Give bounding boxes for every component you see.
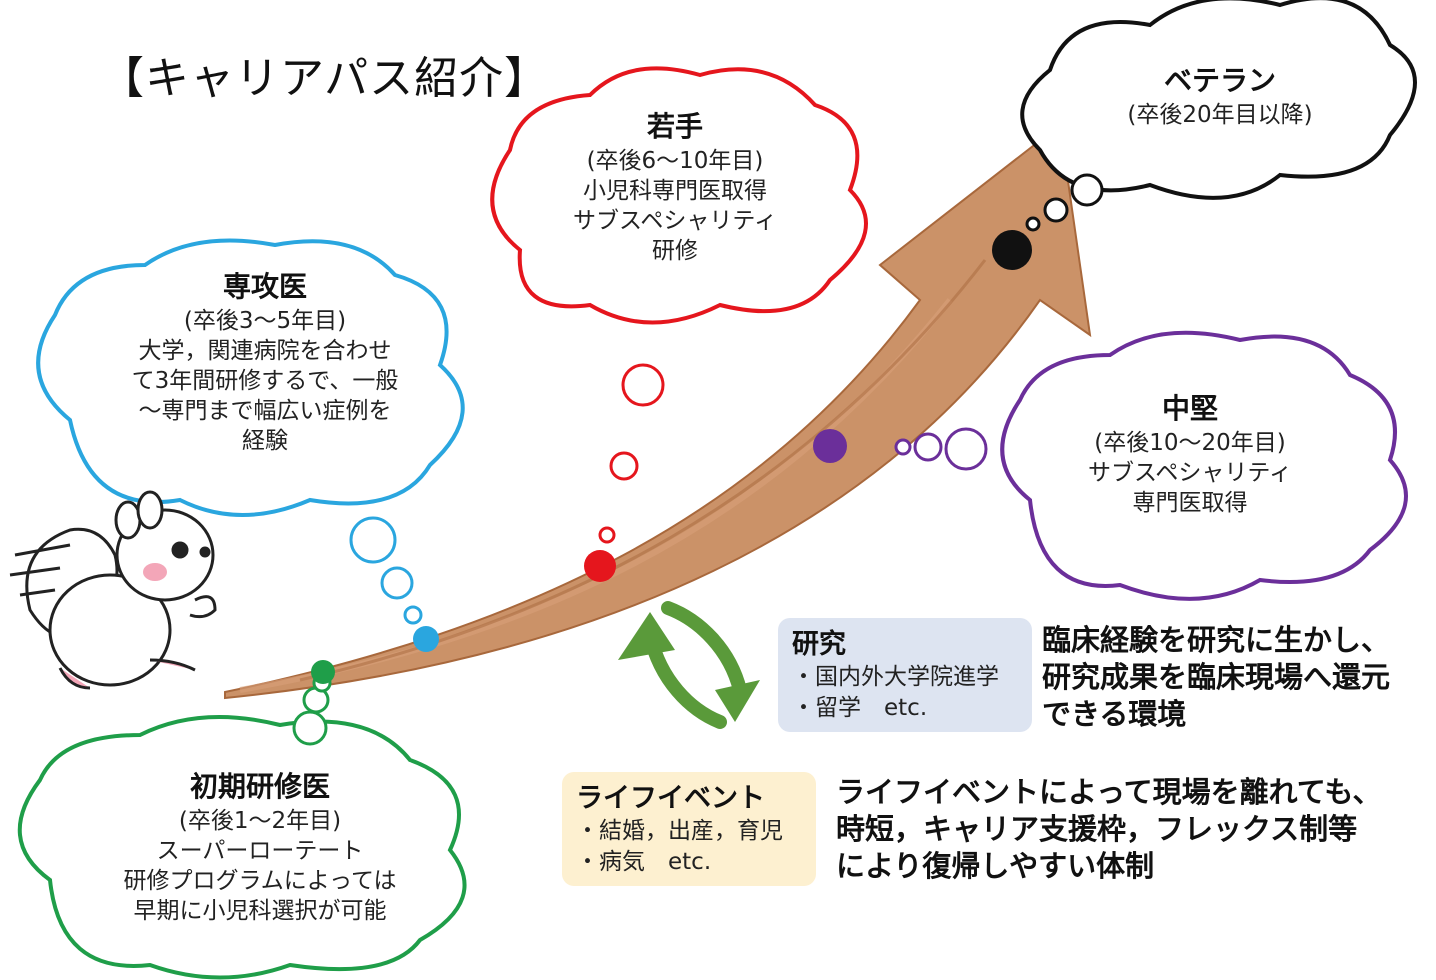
stage-veteran-text: ベテラン (卒後20年目以降) xyxy=(1080,62,1360,130)
stage-chuken-line: サブスペシャリティ xyxy=(1087,460,1292,486)
stage-senko-line: て3年間研修するで、一般 xyxy=(131,368,399,394)
thought-bubbles-senko xyxy=(349,516,423,625)
cloud-chuken xyxy=(1000,330,1408,601)
stage-shoki-heading: 初期研修医 xyxy=(189,770,330,803)
stage-veteran-line: (卒後20年目以降) xyxy=(1127,102,1313,128)
stage-dot-veteran xyxy=(992,230,1032,270)
thought-bubbles-chuken xyxy=(894,427,988,471)
cloud-senko xyxy=(36,238,465,517)
research-box: 研究 ・国内外大学院進学 ・留学 etc. xyxy=(778,618,1032,732)
stage-shoki-text: 初期研修医 (卒後1～2年目) スーパーローテート 研修プログラムによっては 早… xyxy=(105,768,415,926)
stage-dot-senko xyxy=(413,626,439,652)
stage-chuken-text: 中堅 (卒後10～20年目) サブスペシャリティ 専門医取得 xyxy=(1060,390,1320,518)
stage-chuken-line: 専門医取得 xyxy=(1132,490,1248,516)
career-growth-arrow xyxy=(224,123,1092,700)
research-description-line: できる環境 xyxy=(1042,697,1187,731)
cloud-shoki xyxy=(17,715,467,980)
thought-bubbles-wakate xyxy=(598,363,665,544)
stage-shoki-line: 研修プログラムによっては xyxy=(123,868,397,894)
research-item: ・国内外大学院進学 xyxy=(792,664,999,690)
cycle-arrow-head-up xyxy=(618,612,675,660)
stage-wakate-line: 研修 xyxy=(652,238,698,264)
stage-senko-line: 大学，関連病院を合わせ xyxy=(138,338,392,364)
stage-wakate-line: (卒後6～10年目) xyxy=(586,148,764,174)
stage-wakate-text: 若手 (卒後6～10年目) 小児科専門医取得 サブスペシャリティ 研修 xyxy=(540,108,810,266)
research-heading: 研究 xyxy=(792,629,846,660)
stage-chuken-line: (卒後10～20年目) xyxy=(1094,430,1286,456)
life-event-heading: ライフイベント xyxy=(576,783,765,814)
stage-senko-text: 専攻医 (卒後3～5年目) 大学，関連病院を合わせ て3年間研修するで、一般 ～… xyxy=(110,268,420,456)
stage-dot-wakate xyxy=(584,550,616,582)
research-description-line: 研究成果を臨床現場へ還元 xyxy=(1042,660,1391,694)
life-event-item: ・結婚，出産，育児 xyxy=(576,818,783,844)
stage-dot-chuken xyxy=(813,429,847,463)
stage-senko-heading: 専攻医 xyxy=(222,270,307,303)
stage-shoki-line: 早期に小児科選択が可能 xyxy=(133,898,387,924)
life-event-description-line: 時短，キャリア支援枠，フレックス制等 xyxy=(836,812,1358,846)
cloud-wakate xyxy=(490,66,868,325)
stage-senko-line: ～専門まで幅広い症例を xyxy=(138,398,392,424)
thought-bubbles-shoki xyxy=(292,673,332,746)
stage-shoki-line: スーパーローテート xyxy=(156,838,364,864)
life-event-description-line: により復帰しやすい体制 xyxy=(836,849,1155,883)
squirrel-mascot xyxy=(9,490,217,690)
research-item: ・留学 etc. xyxy=(792,695,928,721)
cloud-veteran xyxy=(1020,0,1417,200)
stage-senko-line: (卒後3～5年目) xyxy=(183,308,347,334)
stage-chuken-heading: 中堅 xyxy=(1161,392,1218,425)
stage-wakate-line: サブスペシャリティ xyxy=(572,208,777,234)
research-description: 臨床経験を研究に生かし、 研究成果を臨床現場へ還元 できる環境 xyxy=(1042,622,1390,733)
cycle-arrow-head-down xyxy=(715,680,760,722)
stage-senko-line: 経験 xyxy=(242,428,288,454)
research-description-line: 臨床経験を研究に生かし、 xyxy=(1042,623,1391,657)
stage-wakate-heading: 若手 xyxy=(646,110,703,143)
stage-shoki-line: (卒後1～2年目) xyxy=(178,808,342,834)
life-event-box: ライフイベント ・結婚，出産，育児 ・病気 etc. xyxy=(562,772,816,886)
life-event-item: ・病気 etc. xyxy=(576,849,712,875)
stage-wakate-line: 小児科専門医取得 xyxy=(583,178,767,204)
stage-dot-shoki xyxy=(311,660,335,684)
stage-veteran-heading: ベテラン xyxy=(1163,64,1276,97)
life-event-description: ライフイベントによって現場を離れても、 時短，キャリア支援枠，フレックス制等 に… xyxy=(836,774,1382,885)
life-event-description-line: ライフイベントによって現場を離れても、 xyxy=(836,775,1382,809)
page-title: 【キャリアパス紹介】 xyxy=(100,53,550,104)
thought-bubbles-veteran xyxy=(1025,173,1104,232)
